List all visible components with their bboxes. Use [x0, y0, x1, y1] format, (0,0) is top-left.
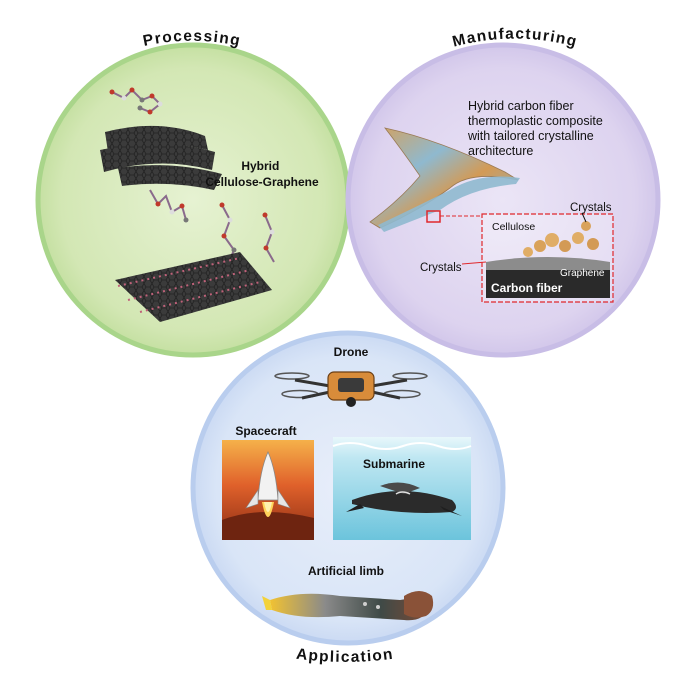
artificial-limb-label: Artificial limb [308, 564, 384, 578]
composite-sheet [369, 127, 520, 232]
application-title: Application [295, 646, 395, 666]
graphene-sheet-bottom [115, 252, 272, 322]
inset-graphene-label: Graphene [560, 268, 605, 279]
inset-carbon-fiber-label: Carbon fiber [491, 281, 563, 295]
inset-crystals-left-label: Crystals [420, 262, 462, 274]
inset-cellulose-label: Cellulose [492, 221, 535, 233]
crystal-inset-illustration [486, 221, 610, 298]
spacecraft-image [222, 440, 314, 540]
drone-label: Drone [334, 345, 369, 359]
inset-crystals-top-label: Crystals [570, 202, 612, 214]
spacecraft-label: Spacecraft [235, 424, 296, 438]
drone-illustration [274, 371, 428, 407]
submarine-image [332, 437, 472, 540]
cellulose-molecule-middle [149, 189, 189, 223]
hybrid-cellulose-graphene-label: Hybrid Cellulose-Graphene [205, 159, 319, 189]
crystals-left-pointer [461, 261, 487, 265]
manufacturing-circle [345, 42, 661, 358]
artificial-limb-image [262, 591, 434, 621]
composite-description: Hybrid carbon fiber thermoplastic compos… [467, 99, 606, 158]
cellulose-molecule-top [109, 87, 163, 115]
cellulose-molecule-bottom [219, 202, 275, 265]
submarine-label: Submarine [363, 457, 425, 471]
processing-title: Processing [142, 28, 243, 50]
crystals-top-pointer [581, 212, 587, 223]
graphene-sheet-stack [100, 125, 222, 190]
